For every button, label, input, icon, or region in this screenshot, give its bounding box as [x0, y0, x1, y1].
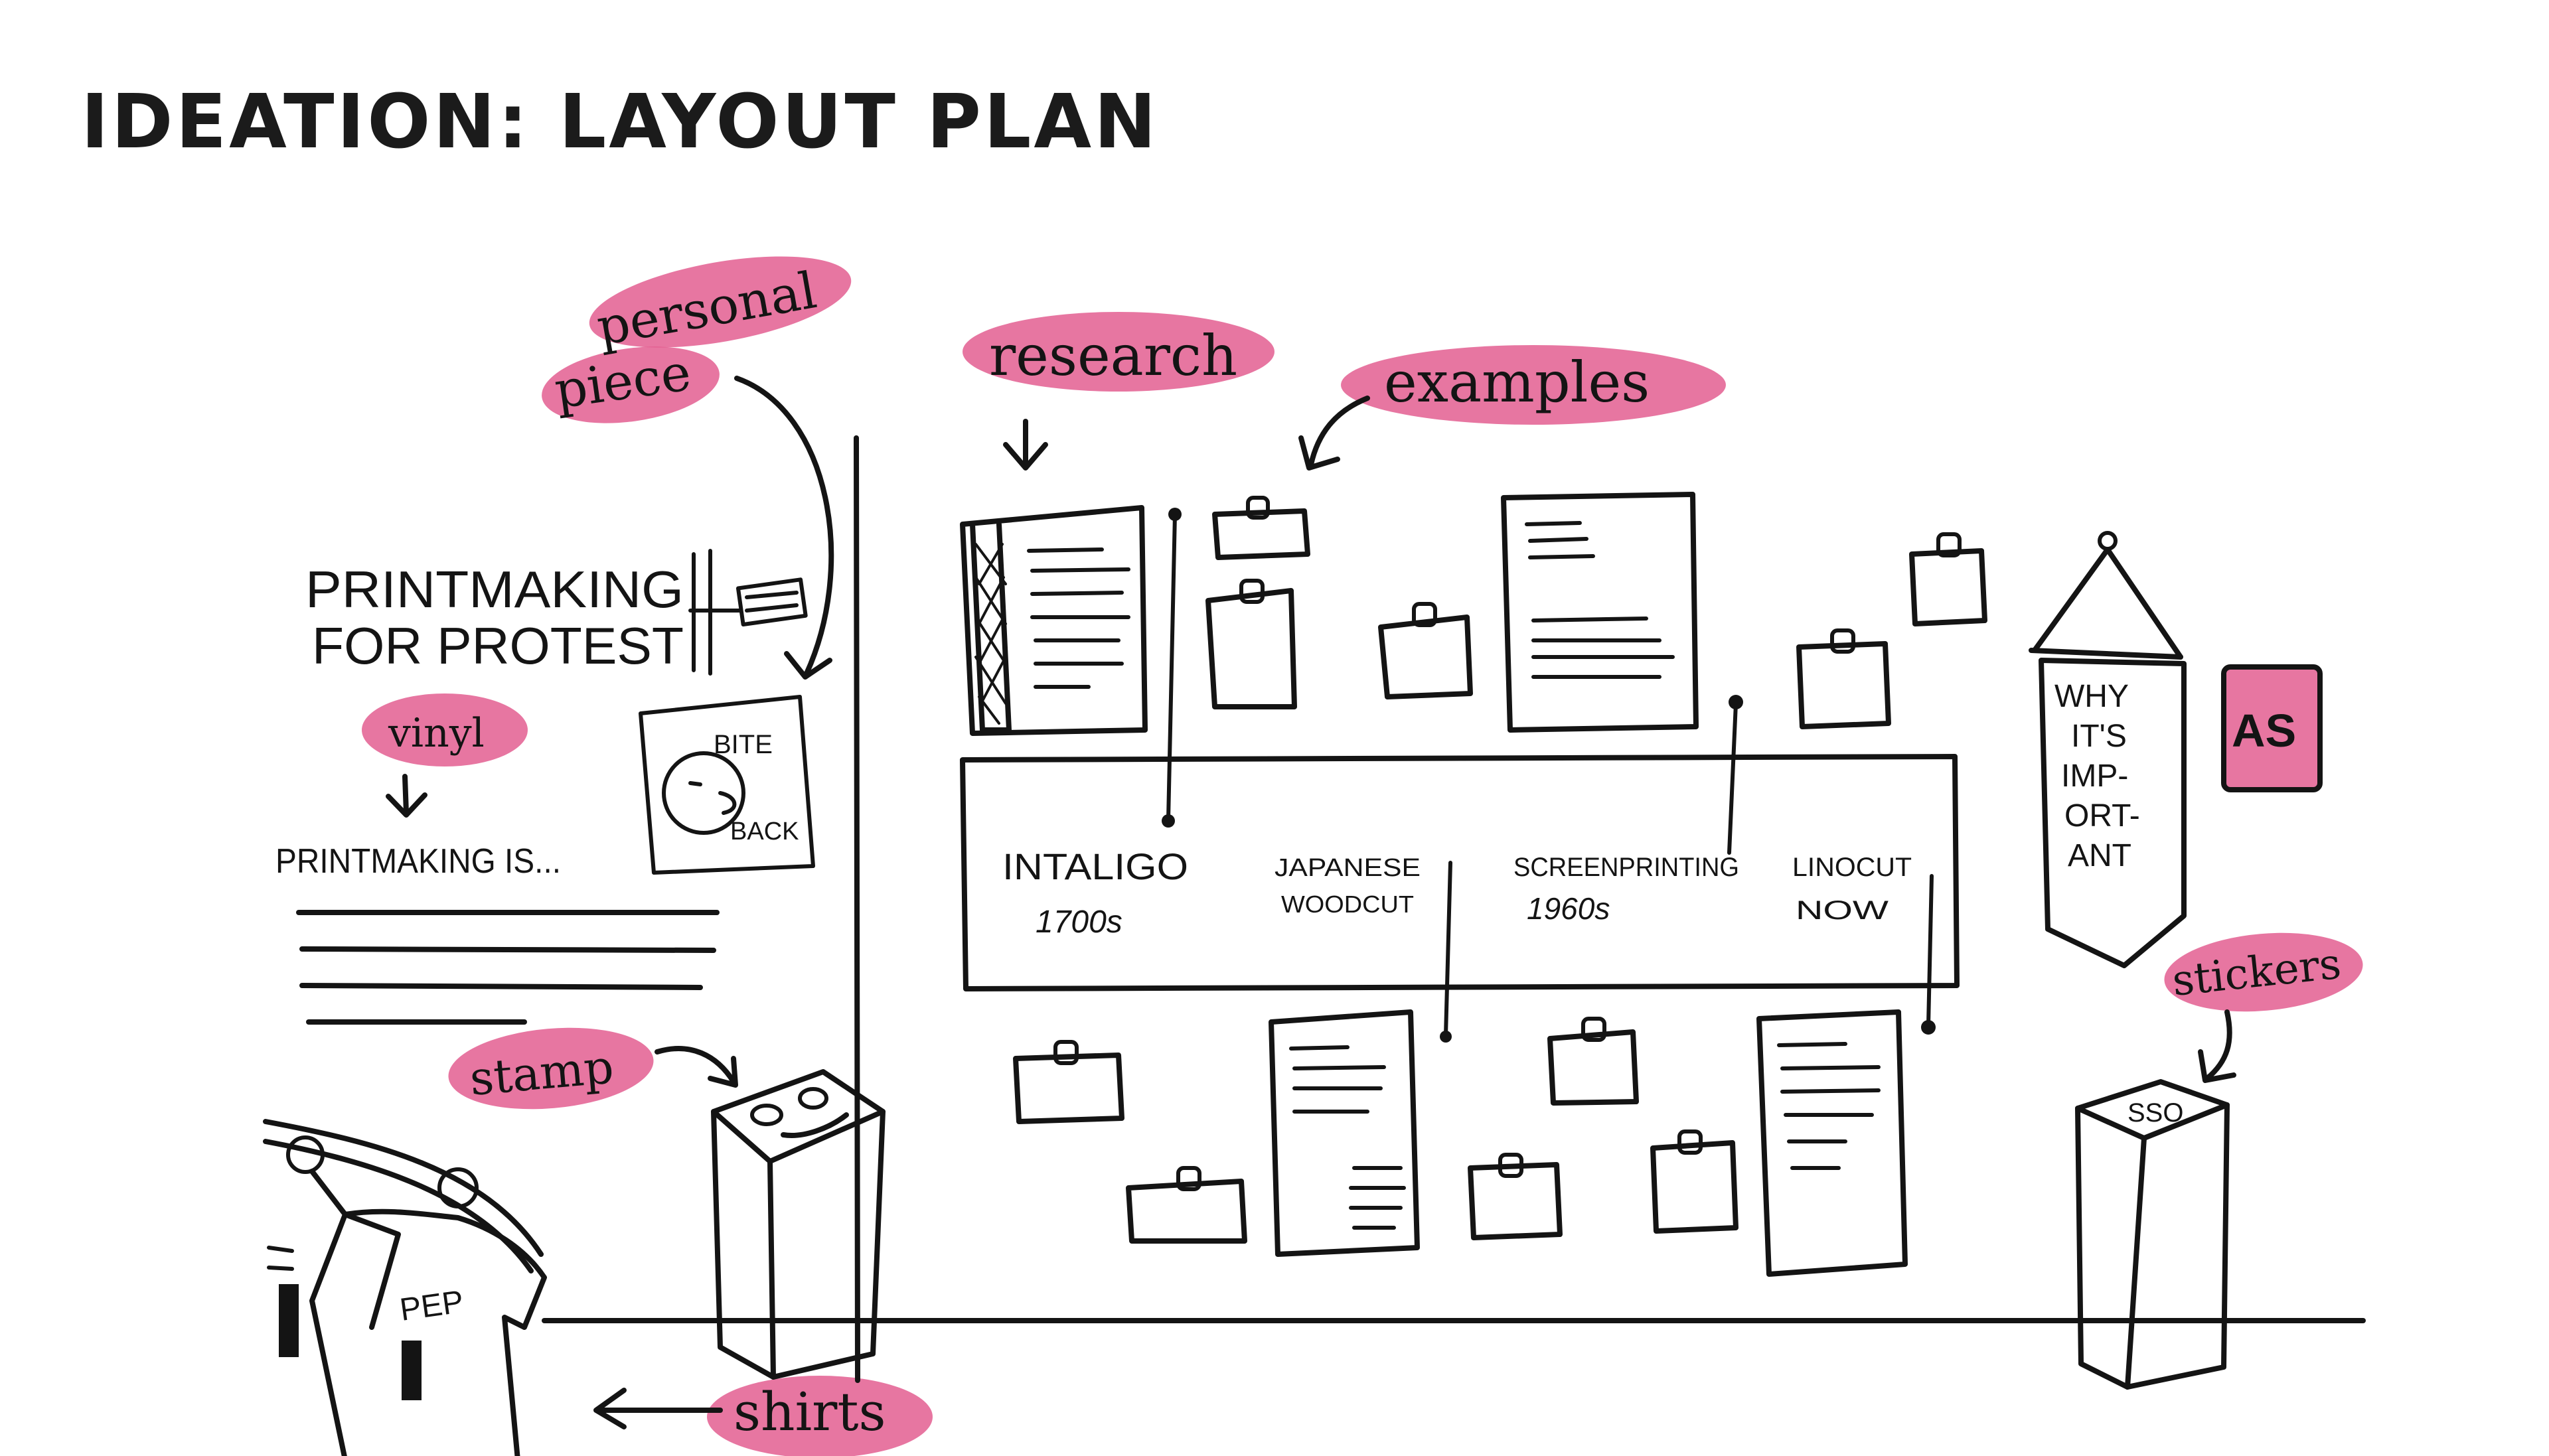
- highlight-marks: [362, 240, 2366, 1456]
- banner-line-4: ORT-: [2064, 798, 2140, 834]
- shirt-text: PEP: [398, 1284, 465, 1328]
- label-shirts: shirts: [734, 1381, 886, 1443]
- left-wall: PRINTMAKING FOR PROTEST PRINTMAKING IS..…: [275, 551, 813, 1022]
- timeline-board: INTALIGO 1700s JAPANESE WOODCUT SCREENPR…: [963, 508, 1957, 1043]
- timeline-japanese-era: WOODCUT: [1281, 891, 1414, 918]
- examples-top: [1208, 494, 1985, 730]
- shirt-rack: PEP: [266, 1122, 544, 1456]
- room-structure: [544, 438, 2363, 1380]
- examples-bottom: [1016, 1012, 1905, 1274]
- wall-divider: [856, 438, 858, 1380]
- label-research: research: [989, 323, 1237, 388]
- why-banner: WHY IT'S IMP- ORT- ANT: [2031, 533, 2184, 966]
- intro-text: PRINTMAKING IS...: [275, 842, 561, 881]
- timeline-linocut-name: LINOCUT: [1792, 853, 1912, 882]
- banner-line-2: IT'S: [2071, 719, 2127, 754]
- banner-line-3: IMP-: [2061, 759, 2128, 794]
- left-heading-line1: PRINTMAKING: [305, 560, 684, 619]
- label-vinyl: vinyl: [388, 710, 485, 757]
- banner-line-1: WHY: [2054, 679, 2129, 714]
- label-examples: examples: [1384, 350, 1650, 415]
- bite-back-poster: BITE BACK: [641, 697, 813, 873]
- timeline-screen-era: 1960s: [1527, 891, 1610, 926]
- sticker-pedestal: SSO: [2078, 1082, 2227, 1387]
- sign-text: AS: [2232, 705, 2296, 757]
- sticker-box-text: SSO: [2127, 1098, 2183, 1128]
- timeline-screen-name: SCREENPRINTING: [1513, 853, 1739, 882]
- research-panel: [963, 508, 1145, 733]
- timeline-intaglio-era: 1700s: [1036, 905, 1122, 940]
- left-heading-line2: FOR PROTEST: [312, 617, 684, 675]
- timeline-japanese-name: JAPANESE: [1274, 854, 1421, 882]
- poster-line1: BITE: [714, 730, 773, 759]
- poster-line2: BACK: [730, 818, 799, 845]
- timeline-linocut-era: NOW: [1796, 896, 1889, 925]
- banner-line-5: ANT: [2068, 838, 2131, 873]
- timeline-intaglio-name: INTALIGO: [1002, 845, 1188, 887]
- as-sign: AS: [2224, 667, 2320, 790]
